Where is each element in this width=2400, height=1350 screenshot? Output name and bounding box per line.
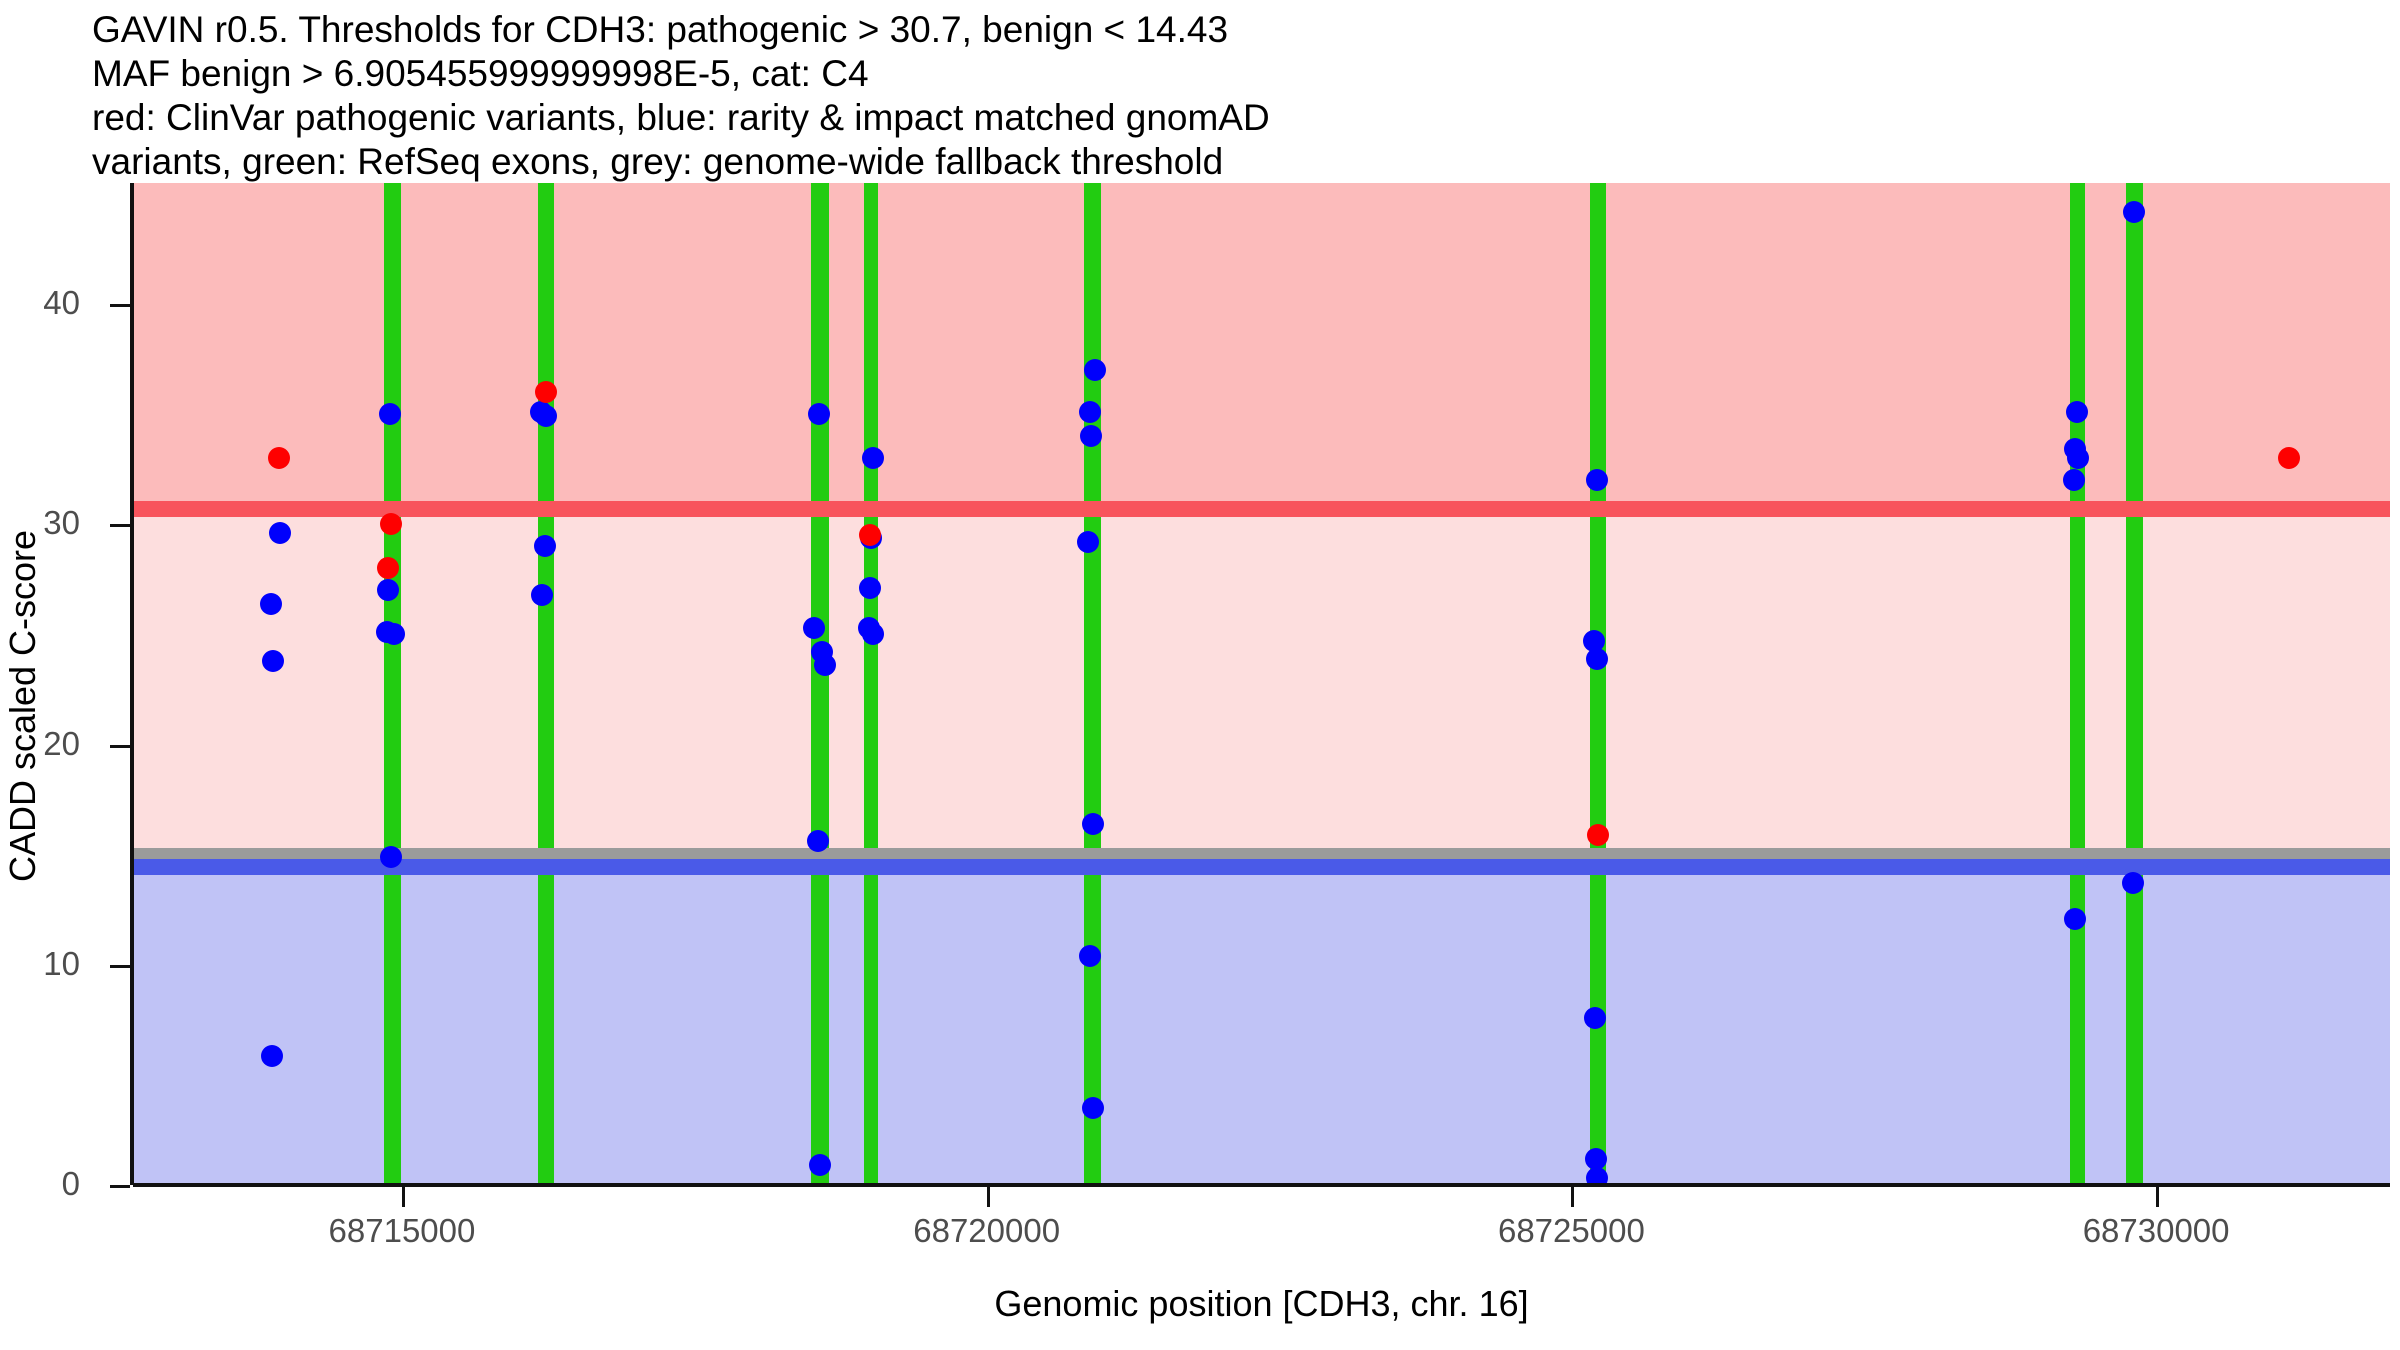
y-tick <box>110 1185 130 1188</box>
point-gnomad-variant <box>2121 872 2144 895</box>
exon-bar <box>1083 183 1102 1185</box>
point-gnomad-variant <box>861 623 884 646</box>
exon-bar <box>537 183 554 1185</box>
chart-title-block: GAVIN r0.5. Thresholds for CDH3: pathoge… <box>92 8 2352 184</box>
y-tick-label: 20 <box>43 724 80 762</box>
point-clinvar-pathogenic <box>1587 823 1610 846</box>
exon-bar <box>863 183 878 1185</box>
x-tick-label: 68720000 <box>913 1212 1061 1249</box>
point-gnomad-variant <box>533 535 556 558</box>
point-gnomad-variant <box>1582 630 1605 653</box>
threshold-line-pathogenic-threshold <box>133 500 2390 518</box>
point-gnomad-variant <box>261 1045 284 1068</box>
point-gnomad-variant <box>1584 1147 1607 1170</box>
y-tick-label: 30 <box>43 504 80 542</box>
x-axis-line <box>133 1183 2390 1187</box>
exon-bar <box>811 183 829 1185</box>
point-clinvar-pathogenic <box>858 524 881 547</box>
point-gnomad-variant <box>262 649 285 672</box>
point-gnomad-variant <box>2064 907 2087 930</box>
point-gnomad-variant <box>531 583 554 606</box>
point-gnomad-variant <box>807 830 830 853</box>
exon-bar <box>2125 183 2144 1185</box>
title-line-4: variants, green: RefSeq exons, grey: gen… <box>92 141 1224 182</box>
y-tick-label: 10 <box>43 944 80 982</box>
plot-panel <box>133 183 2390 1185</box>
threshold-line-benign-threshold <box>133 858 2390 876</box>
point-gnomad-variant <box>802 616 825 639</box>
point-gnomad-variant <box>1584 1006 1607 1029</box>
point-clinvar-pathogenic <box>268 447 291 470</box>
y-tick-label: 40 <box>43 284 80 322</box>
point-gnomad-variant <box>1082 1096 1105 1119</box>
point-gnomad-variant <box>1078 401 1101 424</box>
band-vus-region <box>133 508 2390 854</box>
exon-bar <box>2069 183 2085 1185</box>
point-gnomad-variant <box>1081 812 1104 835</box>
x-tick-label: 68725000 <box>1497 1212 1645 1249</box>
x-tick <box>2156 1187 2160 1207</box>
point-gnomad-variant <box>2065 401 2088 424</box>
y-axis-title: CADD scaled C-score <box>2 529 43 883</box>
point-gnomad-variant <box>382 623 405 646</box>
point-gnomad-variant <box>1585 469 1608 492</box>
point-gnomad-variant <box>814 654 837 677</box>
point-gnomad-variant <box>259 592 282 615</box>
point-clinvar-pathogenic <box>2278 447 2301 470</box>
point-gnomad-variant <box>859 577 882 600</box>
point-gnomad-variant <box>1078 944 1101 967</box>
point-clinvar-pathogenic <box>380 513 403 536</box>
exon-bar <box>384 183 401 1185</box>
point-gnomad-variant <box>808 403 831 426</box>
point-gnomad-variant <box>1079 425 1102 448</box>
point-gnomad-variant <box>534 405 557 428</box>
point-clinvar-pathogenic <box>376 557 399 580</box>
point-gnomad-variant <box>2066 447 2089 470</box>
point-gnomad-variant <box>2063 469 2086 492</box>
y-tick <box>110 304 130 308</box>
point-gnomad-variant <box>1084 359 1107 382</box>
band-pathogenic-region <box>133 183 2390 509</box>
point-gnomad-variant <box>1585 647 1608 670</box>
point-gnomad-variant <box>2122 200 2145 223</box>
point-gnomad-variant <box>809 1154 832 1177</box>
x-tick <box>986 1187 990 1207</box>
y-axis-line <box>130 183 134 1185</box>
title-line-2: MAF benign > 6.905455999999998E-5, cat: … <box>92 53 869 94</box>
x-tick-label: 68730000 <box>2082 1212 2230 1249</box>
point-gnomad-variant <box>379 403 402 426</box>
x-tick <box>401 1187 405 1207</box>
y-tick <box>110 744 130 748</box>
point-gnomad-variant <box>379 845 402 868</box>
point-gnomad-variant <box>376 579 399 602</box>
y-tick <box>110 964 130 968</box>
point-gnomad-variant <box>269 522 292 545</box>
y-tick-label: 0 <box>61 1165 80 1202</box>
point-gnomad-variant <box>1077 530 1100 553</box>
x-tick <box>1571 1187 1575 1207</box>
threshold-line-genome-wide-fallback-threshold <box>133 847 2390 859</box>
point-clinvar-pathogenic <box>534 381 557 404</box>
y-tick <box>110 524 130 528</box>
exon-bar <box>1590 183 1607 1185</box>
x-axis-title: Genomic position [CDH3, chr. 16] <box>994 1283 1529 1324</box>
band-benign-region <box>133 867 2390 1185</box>
title-line-1: GAVIN r0.5. Thresholds for CDH3: pathoge… <box>92 9 1229 50</box>
point-gnomad-variant <box>862 447 885 470</box>
point-gnomad-variant <box>1585 1167 1608 1185</box>
title-line-3: red: ClinVar pathogenic variants, blue: … <box>92 97 1270 138</box>
x-tick-label: 68715000 <box>328 1212 476 1249</box>
